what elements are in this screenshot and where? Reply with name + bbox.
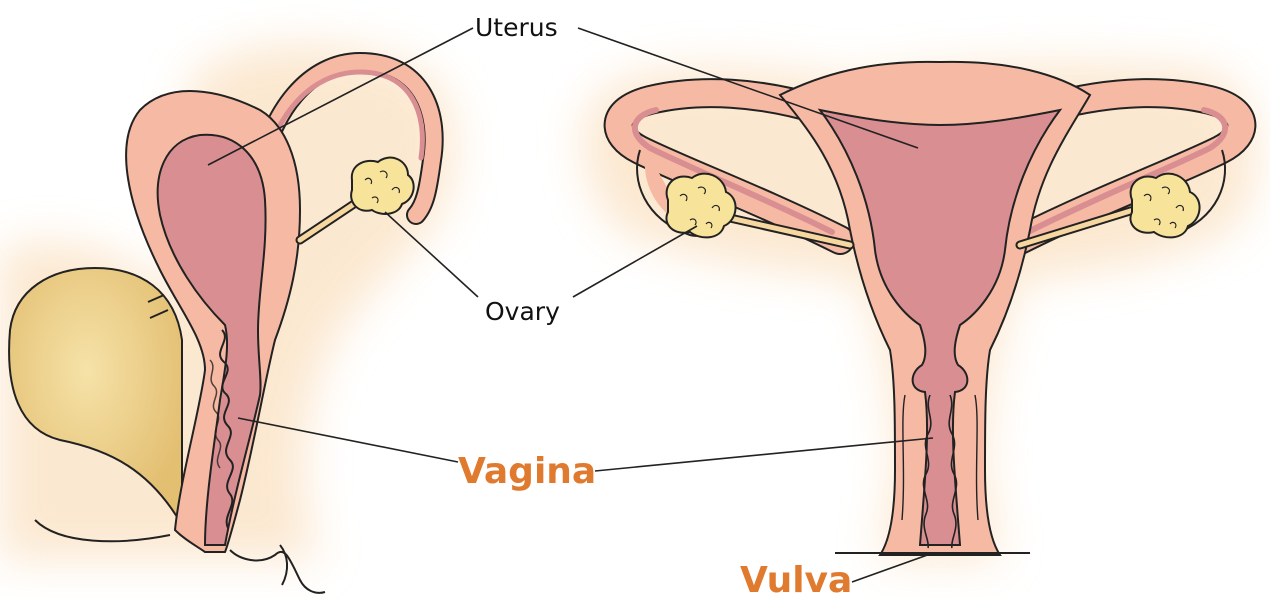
vagina-leader-right [595,438,933,471]
ovary-label: Ovary [485,297,560,326]
vagina-label: Vagina [458,451,596,492]
front-view-illustration [584,62,1257,560]
vulva-label: Vulva [740,560,852,598]
side-view-illustration [0,45,455,593]
uterus-label: Uterus [475,13,558,42]
front-uterus-inner [820,110,1060,545]
